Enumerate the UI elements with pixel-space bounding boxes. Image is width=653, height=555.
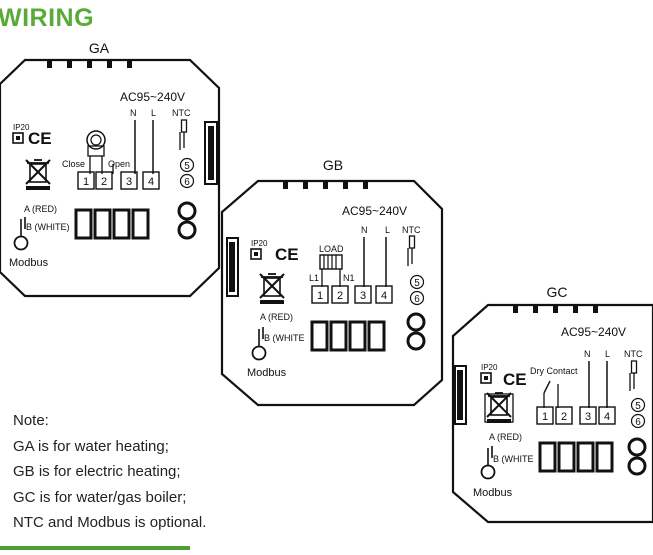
panel-ga-ce-mark: CE: [28, 129, 52, 148]
panel-ga-outline: [0, 58, 221, 298]
panel-gc-terminal-2: 2: [561, 411, 567, 423]
panel-ga: GA AC95~240V N L NTC Close Open 1 2 3 4 …: [0, 40, 221, 298]
panel-ga-actuator-icon: [86, 130, 106, 150]
panel-gc-side-clip: [454, 365, 467, 425]
note-line-optional: NTC and Modbus is optional.: [13, 514, 207, 531]
panel-gc-label: GC: [547, 284, 568, 300]
panel-gb-terminal-2: 2: [337, 290, 343, 302]
notes-block: Note: GA is for water heating; GB is for…: [13, 408, 206, 536]
panel-ga-side-clip-inner: [208, 126, 214, 180]
panel-gb-n: N: [361, 225, 368, 235]
panel-gb-l: L: [385, 225, 390, 235]
panel-ga-ip-icon: [12, 132, 24, 144]
panel-ga-label: GA: [89, 40, 110, 56]
panel-gc-power: AC95~240V: [561, 325, 626, 339]
panel-gb-weee-bin-icon: [259, 273, 285, 305]
panel-gc-terminal-6: 6: [635, 417, 641, 428]
panel-gb-a-red: A (RED): [260, 312, 293, 322]
panel-ga-modbus: Modbus: [9, 257, 49, 269]
panel-gb-terminal-3: 3: [360, 290, 366, 302]
panel-gb-ce-mark: CE: [275, 245, 299, 264]
panel-gc: GC AC95~240V N L NTC Dry Contact 1 2 3 4…: [451, 284, 653, 524]
panel-gc-terminal-blocks: [538, 441, 614, 473]
panel-gb-b-white: B (WHITE: [264, 333, 305, 343]
panel-gb-tabs: [283, 182, 368, 189]
note-line-ga: GA is for water heating;: [13, 437, 169, 455]
panel-gb-terminal-circles: [406, 312, 426, 351]
panel-gb-terminal-6: 6: [414, 294, 420, 305]
panel-ga-power: AC95~240V: [120, 90, 185, 104]
panel-ga-terminal-5: 5: [184, 161, 190, 172]
panel-gb: GB AC95~240V N L NTC LOAD L1 N1 1 2 3 4 …: [220, 157, 444, 407]
panel-gb-modbus-plug-icon: [251, 326, 267, 361]
panel-ga-terminal-3: 3: [126, 176, 132, 188]
panel-gb-outline: [220, 179, 444, 407]
panel-ga-ntc-sensor-icon: [179, 119, 188, 151]
panel-ga-ip: IP20: [13, 123, 30, 132]
panel-ga-terminal-1: 1: [83, 176, 89, 188]
panel-ga-terminal-6: 6: [184, 177, 190, 188]
panel-gc-switch-icon: [543, 380, 551, 394]
panel-ga-weee-bin-icon: [25, 159, 51, 191]
panel-gb-terminal-blocks: [310, 320, 386, 352]
panel-gb-terminal-4: 4: [381, 290, 387, 302]
panel-ga-terminal-2: 2: [101, 176, 107, 188]
panel-gc-a-red: A (RED): [489, 432, 522, 442]
panel-gb-power: AC95~240V: [342, 204, 407, 218]
panel-ga-tabs: [47, 61, 132, 68]
panel-gc-modbus: Modbus: [473, 487, 513, 499]
panel-gb-ip: IP20: [251, 239, 268, 248]
panel-gc-weee-bin-icon: [486, 392, 512, 424]
panel-gc-terminal-3: 3: [585, 411, 591, 423]
panel-gc-tabs: [513, 306, 598, 313]
notes-title: Note:: [13, 412, 49, 429]
panel-ga-terminal-circles: [177, 201, 197, 240]
panel-ga-n: N: [130, 108, 137, 118]
panel-gc-outline: [451, 303, 653, 524]
panel-gb-terminal-5: 5: [414, 278, 420, 289]
panel-gb-l1-label: L1: [309, 273, 319, 283]
panel-ga-terminal-4: 4: [148, 176, 154, 188]
panel-ga-side-clip: [204, 121, 218, 185]
panel-ga-terminal-blocks: [74, 208, 150, 240]
note-line-gb: GB is for electric heating;: [13, 463, 181, 480]
panel-gc-n: N: [584, 349, 591, 359]
panel-gb-load-label: LOAD: [319, 244, 344, 254]
panel-ga-open-label: Open: [108, 159, 130, 169]
panel-ga-modbus-plug-icon: [13, 216, 29, 251]
panel-gc-ip: IP20: [481, 363, 498, 372]
note-line-gc: GC is for water/gas boiler;: [13, 488, 187, 506]
panel-gb-ntc-sensor-icon: [407, 235, 416, 267]
panel-gb-n1-label: N1: [343, 273, 355, 283]
panel-gc-terminal-1: 1: [542, 411, 548, 423]
panel-ga-b-white: B (WHITE): [26, 222, 70, 232]
panel-gb-modbus: Modbus: [247, 367, 287, 379]
panel-gc-dry-contact-label: Dry Contact: [530, 366, 578, 376]
panel-gb-ntc: NTC: [402, 225, 421, 235]
panel-gc-ntc-sensor-icon: [629, 360, 638, 392]
panel-gb-side-clip: [226, 237, 239, 297]
panel-ga-ntc: NTC: [172, 108, 191, 118]
panel-gb-label: GB: [323, 157, 343, 173]
panel-gb-ip-icon: [250, 248, 262, 260]
panel-ga-l: L: [151, 108, 156, 118]
panel-gb-load-icon: [319, 254, 343, 270]
panel-gc-terminal-circles: [627, 437, 647, 476]
panel-gc-terminal-5: 5: [635, 401, 641, 412]
page-title: WIRING: [0, 4, 95, 32]
panel-ga-close-label: Close: [62, 159, 85, 169]
panel-gc-ip-icon: [480, 372, 492, 384]
panel-gc-ce-mark: CE: [503, 370, 527, 389]
panel-gb-terminal-1: 1: [317, 290, 323, 302]
panel-gc-terminal-4: 4: [604, 411, 610, 423]
panel-ga-a-red: A (RED): [24, 204, 57, 214]
panel-gc-ntc: NTC: [624, 349, 643, 359]
next-heading-fragment: [0, 546, 190, 550]
panel-gc-l: L: [605, 349, 610, 359]
panel-gc-b-white: B (WHITE: [493, 454, 534, 464]
